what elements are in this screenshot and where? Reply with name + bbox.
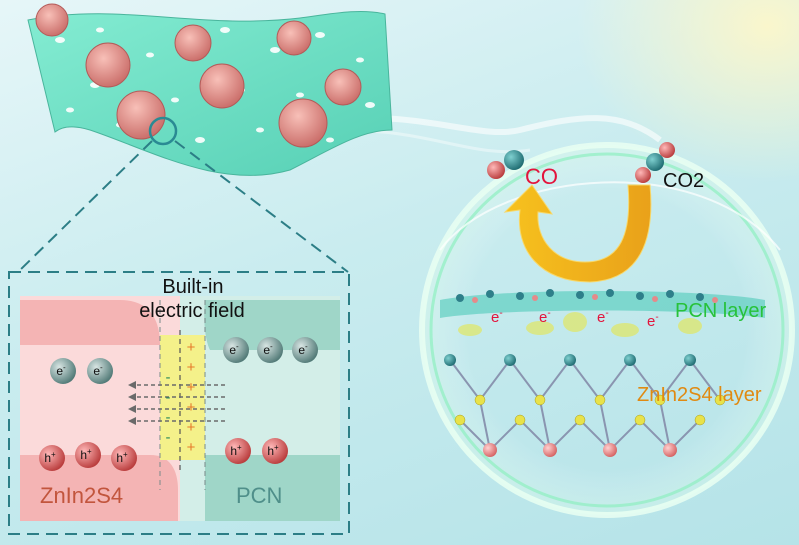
svg-text:h+: h+ (116, 450, 128, 465)
pcn-material-label: PCN (236, 483, 283, 508)
flower-4 (276, 20, 312, 56)
electron-pcn-2: e- (257, 337, 283, 363)
flower-5 (199, 63, 245, 109)
svg-text:h+: h+ (230, 443, 242, 458)
co2-molecule (635, 142, 675, 183)
pcn-atoms (456, 289, 704, 302)
plus-3: + (187, 379, 196, 396)
hole-zis-3: h+ (111, 445, 137, 471)
electron-pcn-3: e- (292, 337, 318, 363)
svg-text:e-: e- (491, 308, 503, 326)
sulfur-atoms (454, 394, 726, 426)
plus-5: + (187, 419, 196, 436)
zoom-line-left (17, 140, 153, 273)
electron-pcn-1: e- (223, 337, 249, 363)
inset-box (8, 271, 350, 535)
pcn-layer-label: PCN layer (675, 300, 767, 322)
flower-6 (324, 68, 362, 106)
plus-2: + (187, 359, 196, 376)
field-arrowheads (128, 381, 136, 425)
svg-text:e-: e- (93, 363, 103, 378)
minus-4: - (166, 429, 171, 446)
svg-text:h+: h+ (267, 443, 279, 458)
zoom-circle (148, 116, 178, 146)
flower-2 (85, 42, 131, 88)
svg-text:e-: e- (56, 363, 66, 378)
plus-4: + (187, 399, 196, 416)
svg-text:e-: e- (263, 342, 273, 357)
znin2s4-flowers (35, 3, 362, 148)
svg-text:e-: e- (597, 308, 609, 326)
built-in-label: Built-in (162, 276, 224, 298)
minus-1: - (166, 369, 171, 386)
co2-label: CO2 (663, 170, 705, 192)
plus-6: + (187, 439, 196, 456)
flower-7 (116, 90, 166, 140)
hole-pcn-2: h+ (262, 438, 288, 464)
svg-text:e-: e- (647, 312, 659, 330)
electron-zis-2: e- (87, 358, 113, 384)
hole-pcn-1: h+ (225, 438, 251, 464)
pcn-atoms-2 (472, 294, 718, 303)
svg-text:e-: e- (539, 308, 551, 326)
svg-text:h+: h+ (80, 447, 92, 462)
charge-density (458, 312, 702, 337)
flower-8 (278, 98, 328, 148)
pcn-layer (440, 289, 765, 337)
field-arrows (135, 384, 225, 422)
electric-field-label: electric field (139, 300, 245, 322)
svg-text:e-: e- (298, 342, 308, 357)
flower-3 (174, 24, 212, 62)
minus-2: - (166, 389, 171, 406)
sphere-ring (419, 142, 795, 518)
hole-zis-2: h+ (75, 442, 101, 468)
co-label: CO (525, 164, 558, 189)
znin2s4-lattice (444, 354, 726, 457)
field-charges: + + + + + + - - - - (166, 339, 196, 456)
electron-zis-1: e- (50, 358, 76, 384)
sphere-ring-inner (429, 152, 785, 508)
co-molecule (487, 150, 524, 179)
reaction-arrow (503, 184, 652, 283)
zoom-line-right (174, 140, 349, 273)
light-stream (329, 114, 662, 143)
plus-1: + (187, 339, 196, 356)
svg-text:e-: e- (229, 342, 239, 357)
znin2s4-layer-label: ZnIn2S4 layer (637, 384, 762, 406)
zinc-atoms (483, 443, 677, 457)
flower-1 (35, 3, 69, 37)
pcn-valence-band (205, 455, 340, 521)
inset-electrons: e- e- e- e- e- (50, 337, 318, 384)
zis-valence-band (20, 455, 178, 521)
indium-atoms (444, 354, 696, 366)
sphere-electrons: e- e- e- e- (491, 308, 659, 330)
zis-conduction-band (20, 300, 160, 345)
inset-holes: h+ h+ h+ h+ h+ (39, 438, 288, 471)
znin2s4-material-label: ZnIn2S4 (40, 483, 124, 508)
sphere-swirl (439, 181, 781, 251)
svg-text:h+: h+ (44, 450, 56, 465)
hole-zis-1: h+ (39, 445, 65, 471)
minus-3: - (166, 409, 171, 426)
